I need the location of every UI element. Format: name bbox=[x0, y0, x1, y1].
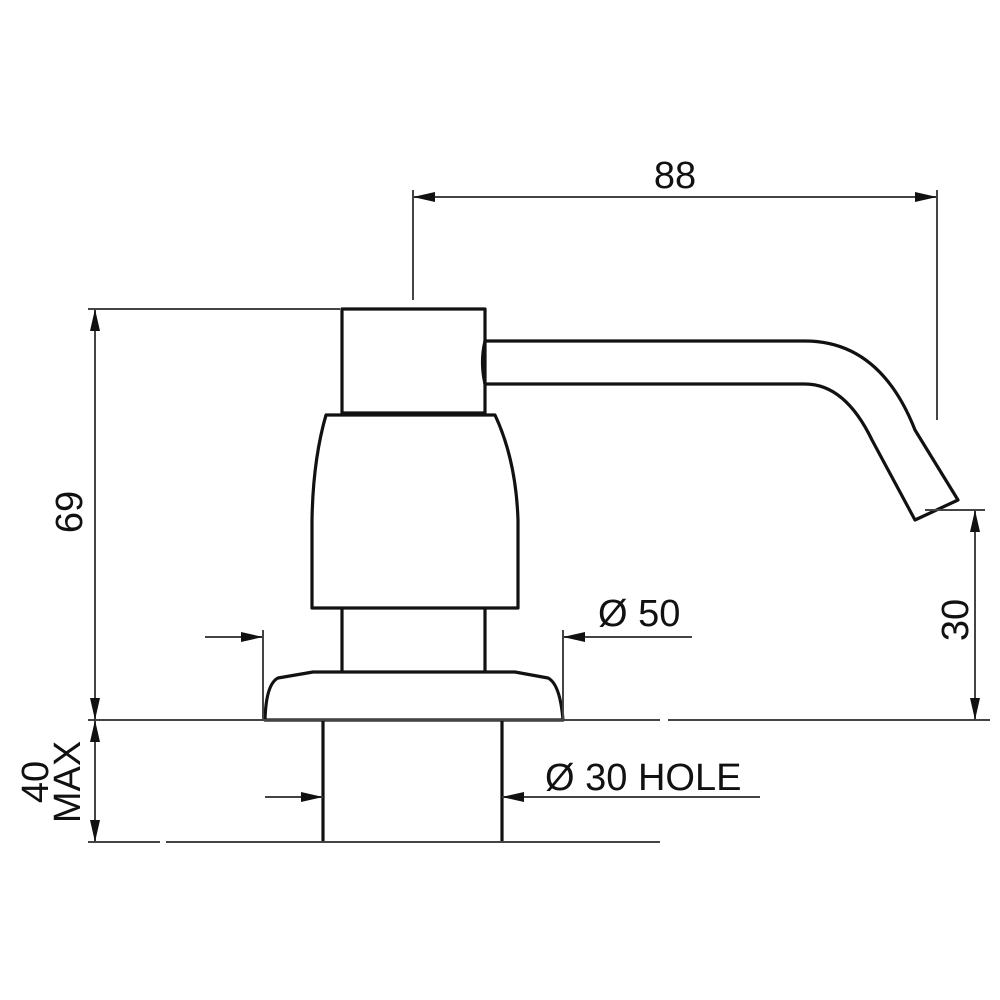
pump-neck bbox=[340, 608, 487, 672]
label-69: 69 bbox=[49, 491, 91, 533]
dimension-spout-height: 30 bbox=[925, 509, 985, 720]
label-hole-30: Ø 30 HOLE bbox=[545, 757, 741, 799]
dimension-overall-height: 69 bbox=[49, 308, 340, 720]
label-40: 40 bbox=[15, 761, 57, 803]
spout bbox=[480, 339, 960, 522]
label-diameter-50: Ø 50 bbox=[598, 593, 680, 635]
shank-tube bbox=[321, 720, 504, 842]
dispenser-outline bbox=[263, 307, 960, 842]
label-88: 88 bbox=[654, 155, 696, 197]
pump-body bbox=[310, 413, 520, 610]
dimension-counter-thickness: 40 MAX bbox=[15, 720, 100, 842]
dimension-flange-diameter: Ø 50 bbox=[205, 593, 692, 720]
dimension-hole-diameter: Ø 30 HOLE bbox=[265, 757, 760, 802]
pump-cap bbox=[340, 307, 487, 415]
base-flange bbox=[263, 670, 565, 722]
label-max: MAX bbox=[47, 741, 89, 823]
label-30: 30 bbox=[935, 599, 977, 641]
dimension-spout-reach: 88 bbox=[412, 155, 938, 420]
